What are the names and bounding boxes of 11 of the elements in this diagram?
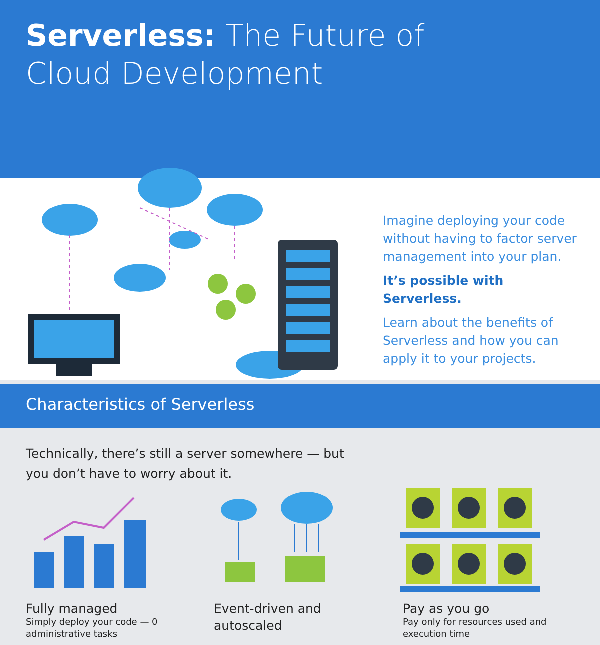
section-intro: Technically, there’s still a server somewhere — but you don’t have to worry about it. bbox=[26, 445, 346, 483]
title: Serverless: The Future of Cloud Development bbox=[26, 18, 426, 94]
feature-heading: Fully managed bbox=[26, 600, 119, 617]
feature-heading: Pay as you go bbox=[403, 600, 491, 617]
feature-text: Pay only for resources used and execution time bbox=[403, 617, 548, 641]
intro-highlight: It’s possible with Serverless. bbox=[383, 272, 505, 308]
intro-text: Imagine deploying your code without having to factor server management into your plan. bbox=[383, 212, 578, 266]
feature-text: Simply deploy your code — 0 administrative tasks bbox=[26, 617, 159, 641]
feature-heading: Event-driven and autoscaled bbox=[214, 600, 322, 634]
intro-text: Learn about the benefits of Serverless and how you can apply it to your projects. bbox=[383, 314, 560, 368]
section-heading: Characteristics of Serverless bbox=[26, 395, 255, 414]
